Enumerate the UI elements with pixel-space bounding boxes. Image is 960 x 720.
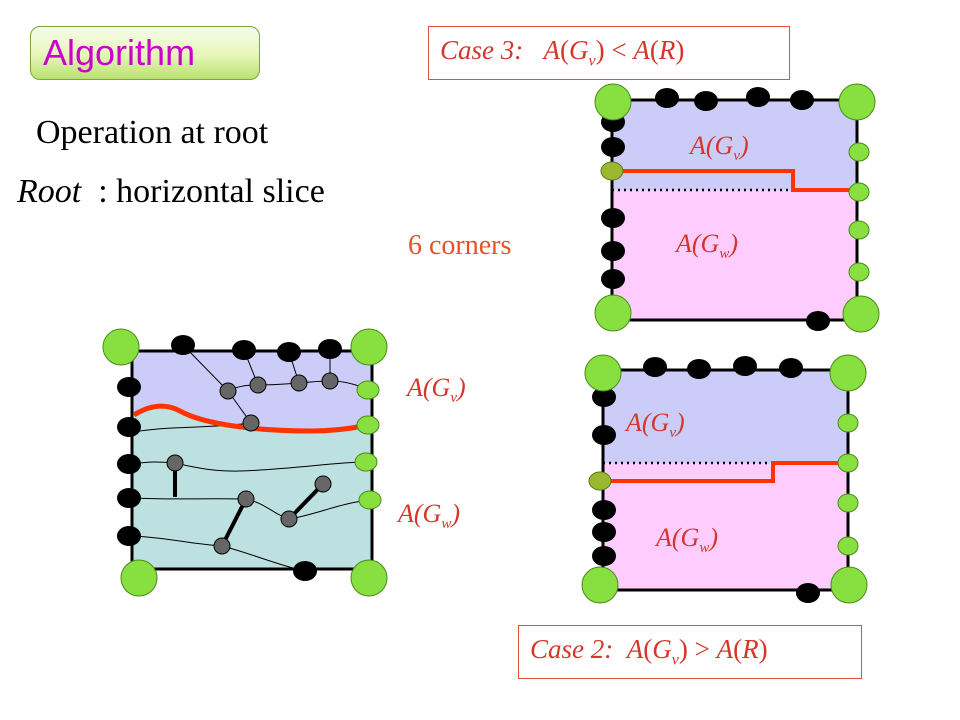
case3-region-w bbox=[612, 190, 857, 320]
root-black-nodes bbox=[117, 335, 342, 581]
root-description: : horizontal slice bbox=[81, 173, 325, 210]
case2-corner-nodes bbox=[581, 354, 868, 604]
case2-boundary-path bbox=[603, 461, 848, 483]
case3-label: Case 3: A(Gv) < A(R) bbox=[440, 35, 685, 70]
case2-black-nodes bbox=[592, 356, 820, 603]
case3-diagram: A(Gv) A(Gw) bbox=[594, 83, 880, 333]
case2-label-w: A(Gw) bbox=[654, 523, 718, 556]
root-boundary-path bbox=[132, 403, 369, 434]
root-label-v: A(Gv) bbox=[405, 373, 466, 406]
root-label: Root bbox=[17, 173, 82, 210]
title: Algorithm bbox=[43, 32, 196, 73]
case3-black-nodes bbox=[601, 87, 830, 331]
case3-boundary-path bbox=[612, 169, 857, 192]
case3-region-v bbox=[612, 100, 857, 190]
title-badge: Algorithm bbox=[30, 26, 260, 80]
case3-label-w: A(Gw) bbox=[674, 229, 738, 262]
case2-label: Case 2: A(Gv) > A(R) bbox=[530, 634, 768, 669]
root-corner-nodes bbox=[102, 328, 388, 597]
case2-side-nodes bbox=[837, 413, 859, 556]
corners-label: 6 corners bbox=[408, 230, 512, 261]
case2-box: Case 2: A(Gv) > A(R) bbox=[518, 625, 862, 679]
operation-heading: Operation at root bbox=[36, 114, 269, 151]
case3-split-node bbox=[600, 161, 624, 181]
root-heading: Root : horizontal slice bbox=[17, 173, 325, 211]
root-internal-nodes bbox=[166, 372, 339, 555]
root-side-nodes bbox=[354, 380, 382, 510]
root-label-w: A(Gw) bbox=[396, 499, 460, 532]
case2-diagram: A(Gv) A(Gw) bbox=[581, 354, 868, 604]
case3-side-nodes bbox=[848, 142, 870, 282]
root-region-w bbox=[132, 406, 372, 569]
case2-label-v: A(Gv) bbox=[624, 408, 685, 441]
case2-split-node bbox=[588, 471, 612, 491]
root-graph-diagram: A(Gv) A(Gw) bbox=[102, 328, 466, 597]
case3-box: Case 3: A(Gv) < A(R) bbox=[428, 26, 790, 80]
case3-label-v: A(Gv) bbox=[688, 131, 749, 164]
case3-corner-nodes bbox=[594, 83, 880, 333]
case2-region-w bbox=[603, 463, 848, 590]
case2-region-v bbox=[603, 370, 848, 463]
